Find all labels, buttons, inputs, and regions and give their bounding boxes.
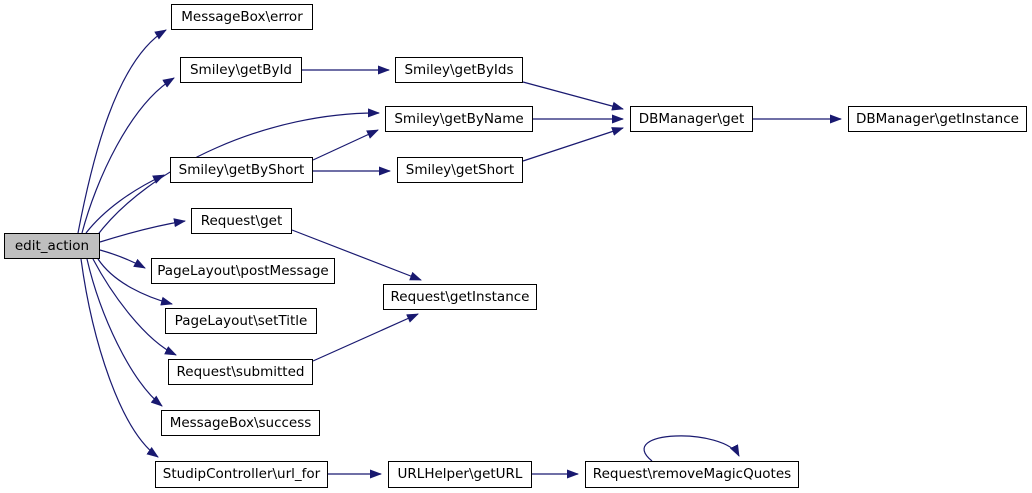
node-messagebox-error[interactable]: MessageBox\error xyxy=(171,4,313,30)
edge-smiley-getshort-to-dbmanager-get xyxy=(522,127,624,162)
node-studipcontroller-url_for[interactable]: StudipController\url_for xyxy=(155,461,328,488)
node-smiley-getbyshort[interactable]: Smiley\getByShort xyxy=(170,157,313,183)
node-pagelayout-postmessage[interactable]: PageLayout\postMessage xyxy=(151,258,335,284)
node-smiley-getbyid[interactable]: Smiley\getById xyxy=(180,57,302,83)
edge-edit_action-to-smiley-getbyid xyxy=(81,77,175,234)
node-dbmanager-get[interactable]: DBManager\get xyxy=(630,106,753,132)
edge-edit_action-to-messagebox-error xyxy=(77,29,167,234)
edge-edit_action-to-pagelayout-settitle xyxy=(97,258,173,306)
node-edit_action: edit_action xyxy=(4,233,100,259)
edge-edit_action-to-smiley-getbyshort xyxy=(85,174,165,234)
edge-request-submitted-to-request-getinstance xyxy=(312,313,419,362)
edge-edit_action-to-pagelayout-postmessage xyxy=(99,249,146,269)
node-request-removemagicquotes[interactable]: Request\removeMagicQuotes xyxy=(585,461,799,488)
node-dbmanager-getinstance[interactable]: DBManager\getInstance xyxy=(848,106,1027,132)
node-pagelayout-settitle[interactable]: PageLayout\setTitle xyxy=(165,308,317,334)
edge-request-get-to-request-getinstance xyxy=(291,229,422,281)
node-smiley-getshort[interactable]: Smiley\getShort xyxy=(397,157,523,183)
edge-smiley-getbyids-to-dbmanager-get xyxy=(522,81,624,111)
node-smiley-getbyids[interactable]: Smiley\getByIds xyxy=(395,57,523,83)
node-request-getinstance[interactable]: Request\getInstance xyxy=(383,284,537,310)
edge-edit_action-to-request-submitted xyxy=(92,258,177,356)
edge-request-removemagicquotes-to-request-removemagicquotes xyxy=(643,435,740,462)
edges-group xyxy=(77,29,842,479)
edge-edit_action-to-messagebox-success xyxy=(86,258,163,407)
node-request-get[interactable]: Request\get xyxy=(191,208,292,234)
edge-edit_action-to-smiley-getbyname xyxy=(95,108,380,238)
node-urlhelper-geturl[interactable]: URLHelper\getURL xyxy=(388,461,532,488)
edge-edit_action-to-request-get xyxy=(99,218,186,243)
node-smiley-getbyname[interactable]: Smiley\getByName xyxy=(385,106,533,132)
edge-smiley-getbyshort-to-smiley-getbyname xyxy=(312,129,379,161)
node-messagebox-success[interactable]: MessageBox\success xyxy=(161,410,320,436)
edge-edit_action-to-studipcontroller-url_for xyxy=(80,258,159,458)
node-request-submitted[interactable]: Request\submitted xyxy=(168,359,313,385)
